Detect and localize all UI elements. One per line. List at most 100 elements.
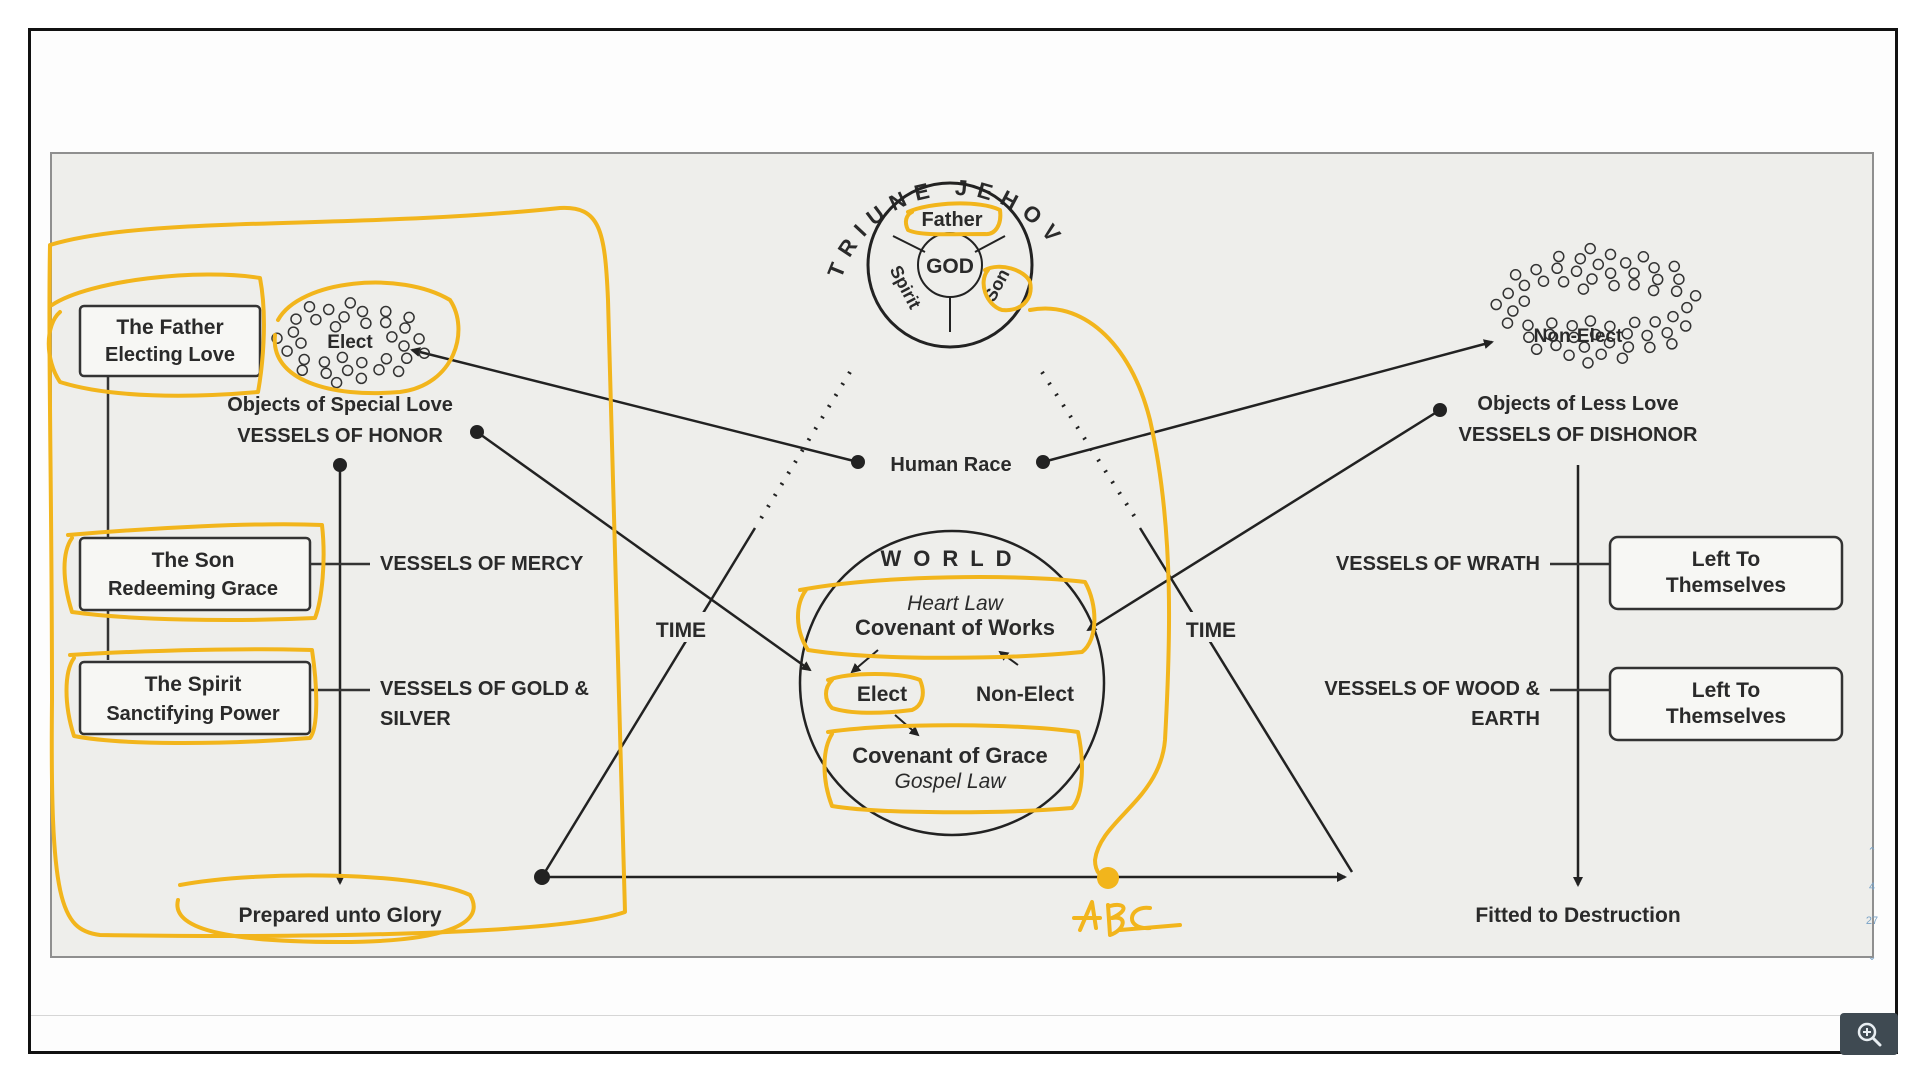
world-circle-group: WORLD Heart Law Covenant of Works Elect … (798, 529, 1106, 837)
cluster-dot (356, 356, 368, 369)
cluster-dot (413, 333, 425, 345)
heart-law-label: Heart Law (907, 592, 1005, 615)
vessels-of-honor-label: VESSELS OF HONOR (237, 425, 443, 447)
cluster-dot (1604, 248, 1617, 261)
annotation-spirit-box-loop (64, 647, 319, 746)
world-non-elect-label: Non-Elect (976, 683, 1074, 706)
vessels-of-wrath-label: VESSELS OF WRATH (1336, 553, 1540, 575)
left-to-box1-line1: Left To (1692, 548, 1760, 571)
cluster-dot (1621, 328, 1633, 340)
cluster-dot (1509, 269, 1522, 281)
cluster-dot (1584, 315, 1597, 327)
vessels-gold-silver-line2: SILVER (380, 708, 451, 730)
god-label: GOD (926, 255, 974, 278)
cluster-dot (1568, 331, 1580, 344)
cluster-dot (1553, 250, 1565, 263)
cluster-dot (380, 305, 392, 318)
father-box (78, 304, 262, 378)
elect-cluster-label: Elect (327, 332, 373, 353)
time-line-left (540, 527, 757, 878)
vessels-of-dishonor-label: VESSELS OF DISHONOR (1459, 424, 1698, 446)
time-line-right (1138, 527, 1354, 873)
cluster-dot (281, 345, 293, 357)
cluster-dot (1582, 357, 1594, 369)
cluster-dot (386, 331, 398, 343)
annotation-son-to-base-line (1028, 306, 1172, 881)
left-to-themselves-box-2 (1608, 666, 1844, 742)
cluster-dot (1673, 273, 1685, 285)
human-race-label: Human Race (890, 454, 1011, 476)
father-label: Father (921, 209, 982, 231)
cluster-dot (296, 364, 309, 377)
cluster-dot (360, 317, 372, 330)
cluster-dot (1661, 326, 1673, 339)
cluster-dot (1566, 319, 1578, 332)
world-label: WORLD (880, 546, 1023, 571)
cluster-dot (1681, 301, 1693, 314)
cluster-dot (1628, 279, 1640, 291)
father-box-subtitle: Electing Love (105, 344, 235, 366)
cluster-dot (1577, 283, 1590, 295)
spirit-box-title: The Spirit (145, 673, 242, 696)
cluster-dot (1550, 339, 1562, 352)
cluster-dot (1644, 341, 1656, 354)
cluster-dot (303, 300, 316, 313)
cluster-dot (418, 347, 431, 359)
cluster-dot (1584, 242, 1596, 255)
cluster-dot (1522, 319, 1534, 332)
cluster-dot (271, 332, 283, 345)
annotation-base-dot (1097, 867, 1119, 889)
annotation-father-loop (903, 201, 1003, 237)
annotation-son-loop (981, 264, 1033, 313)
cluster-dot (1670, 285, 1683, 298)
father-box-title: The Father (116, 316, 223, 339)
annotation-covenant-works-loop (796, 575, 1097, 660)
cluster-dot (287, 326, 300, 338)
cluster-dot (329, 320, 342, 333)
page-scroll-indicator[interactable]: ⌃ 4 27 ⌄ (1862, 845, 1882, 963)
cluster-dot (1563, 349, 1575, 362)
cluster-dot (1616, 352, 1629, 364)
scroll-down-icon[interactable]: ⌄ (1867, 950, 1877, 963)
cluster-dot (290, 313, 302, 325)
left-to-box2-line1: Left To (1692, 679, 1760, 702)
cluster-dot (1619, 257, 1632, 269)
cluster-dot (355, 372, 368, 385)
annotation-elect-circle (272, 280, 461, 396)
arrow-human-to-non-elect (1042, 339, 1494, 464)
objects-less-love-label: Objects of Less Love (1477, 393, 1678, 415)
cluster-dot (1595, 348, 1607, 360)
cluster-dot (322, 303, 335, 316)
objects-special-love-label: Objects of Special Love (227, 394, 453, 416)
son-box-subtitle: Redeeming Grace (108, 578, 278, 600)
annotation-elect-loop (824, 672, 925, 715)
vessels-of-mercy-label: VESSELS OF MERCY (380, 553, 584, 575)
fitted-to-destruction-label: Fitted to Destruction (1475, 904, 1680, 927)
cluster-dot (310, 313, 322, 326)
spirit-box (78, 660, 312, 736)
cluster-dot (338, 311, 350, 323)
cluster-dot (1537, 275, 1550, 287)
godhead-circle (866, 181, 1034, 349)
right-column: Non-Elect Objects of Less Love VESSELS O… (1324, 242, 1844, 927)
page-current: 4 (1868, 880, 1876, 893)
triune-jehovah-arc-text: TRIUNE JEHOVAH (0, 0, 1070, 281)
scroll-up-icon[interactable]: ⌃ (1867, 846, 1877, 858)
cluster-dot (1557, 276, 1570, 288)
left-column: The Father Electing Love Elect Objects o… (78, 297, 589, 927)
cluster-dot (1689, 290, 1702, 302)
annotation-glory-loop (175, 873, 476, 944)
non-elect-dots-cluster (1490, 242, 1702, 369)
zoom-in-button[interactable] (1840, 1013, 1898, 1055)
annotation-son-box-loop (62, 522, 326, 622)
cluster-dot (1523, 331, 1535, 344)
cluster-dot (1574, 252, 1587, 265)
covenant-of-grace-label: Covenant of Grace (852, 743, 1048, 768)
cluster-dot (1649, 316, 1661, 328)
cluster-dot (380, 353, 393, 365)
vessels-wood-earth-line1: VESSELS OF WOOD & (1324, 678, 1540, 700)
left-to-box1-line2: Themselves (1666, 574, 1786, 597)
cluster-dot (1608, 279, 1620, 292)
time-label-left: TIME (656, 619, 706, 642)
cluster-dot (1679, 320, 1692, 332)
